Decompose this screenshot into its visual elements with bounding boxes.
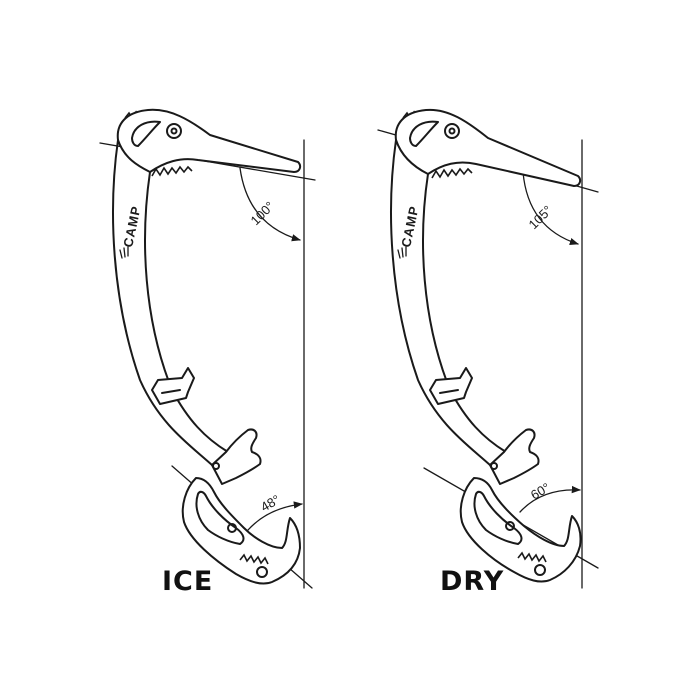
dry-pick-angle-arc [522, 171, 579, 245]
dry-pick-teeth [431, 167, 473, 179]
ice-label: ICE [162, 566, 214, 597]
dry-grip-window [473, 490, 523, 545]
dry-shaft-collar [429, 367, 473, 405]
dry-head-bolt [444, 123, 460, 139]
ice-pommel-hole [256, 566, 268, 578]
dry-pommel-hole [534, 564, 546, 576]
ice-brand-logo: CAMP [120, 204, 143, 248]
ice-pick-angle-label: 100° [248, 199, 278, 229]
ice-upper-hook [211, 428, 262, 485]
ice-shaft-inner [144, 171, 229, 453]
ice-shaft [112, 139, 213, 466]
dry-grip-angle-arc [519, 485, 581, 513]
dry-lower-grip [459, 477, 582, 583]
ice-grip-bolt [227, 523, 237, 533]
ice-brand-mark-icon [119, 246, 129, 259]
ice-tool-drawing: CAMP 100° 48° [99, 108, 316, 589]
dry-shaft [390, 139, 491, 466]
dry-head-bolt-center [448, 127, 456, 135]
dry-head-slot [409, 120, 439, 147]
dry-head [394, 108, 582, 187]
ice-head-bolt [166, 123, 182, 139]
dry-brand-mark-icon [397, 246, 407, 259]
ice-pick-angle-arc [239, 167, 301, 242]
dry-brand-logo: CAMP [398, 204, 421, 248]
dry-grip-angle-label: 60° [528, 480, 553, 503]
dry-shaft-inner [422, 173, 507, 453]
ice-collar-slot [161, 389, 181, 394]
ice-upper-hook-bolt [212, 462, 220, 470]
ice-head-slot [131, 120, 161, 147]
dry-collar-slot [439, 389, 459, 394]
dry-grip-teeth [517, 551, 547, 563]
dry-tool-drawing: CAMP 105° 60° [377, 108, 599, 589]
ice-head [116, 108, 302, 173]
dry-grip-bolt [505, 521, 515, 531]
ice-grip-angle-arc [247, 501, 303, 531]
ice-shaft-collar [151, 367, 195, 405]
dry-upper-hook [489, 428, 540, 485]
dry-pick-angle-label: 105° [526, 203, 556, 233]
ice-head-bolt-center [170, 127, 178, 135]
ice-pick-teeth [151, 165, 193, 177]
ice-grip-angle-label: 48° [258, 492, 283, 515]
dry-label: DRY [440, 566, 505, 597]
ice-grip-window [195, 490, 245, 545]
dry-upper-hook-bolt [490, 462, 498, 470]
ice-grip-teeth [239, 553, 269, 565]
